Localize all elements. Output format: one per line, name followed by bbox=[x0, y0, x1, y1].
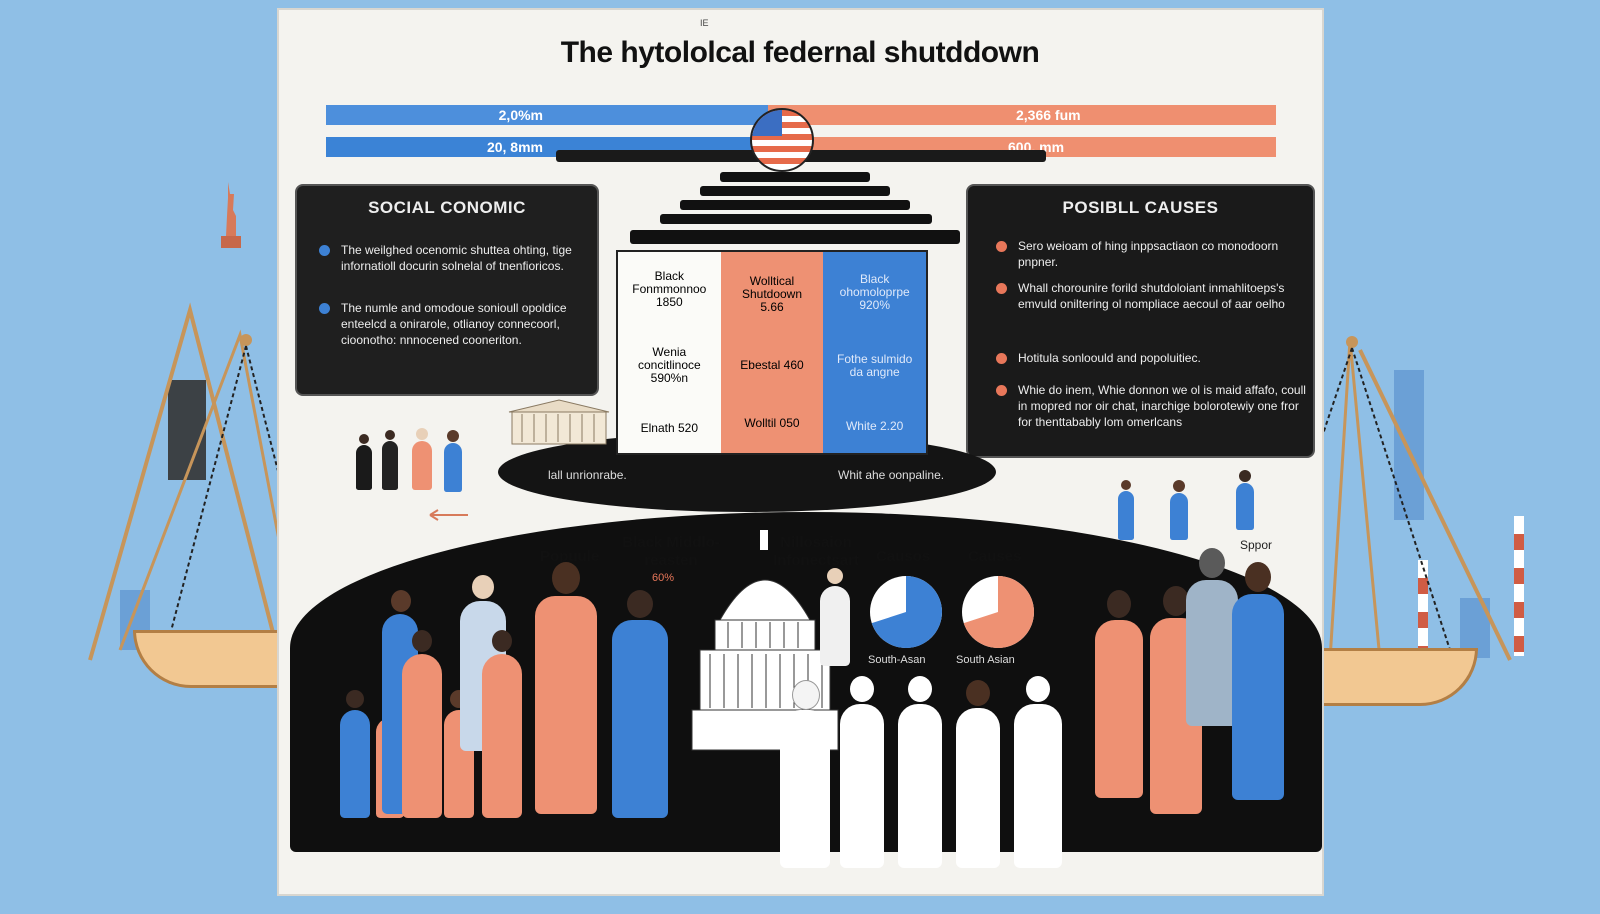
panel-right-bullet: Sero weioam of hing inppsactiaon co mono… bbox=[996, 238, 1308, 270]
table-cell: Elnath 520 bbox=[640, 420, 699, 435]
person-figure bbox=[1186, 548, 1238, 728]
person-figure bbox=[356, 434, 372, 490]
smokestack-right-2 bbox=[1418, 560, 1428, 650]
demographics-table: Black Fonmmonnoo 1850 Wenia concitlinoce… bbox=[616, 250, 928, 455]
bullet-dot-icon bbox=[319, 245, 330, 256]
poster-mark: IE bbox=[700, 18, 709, 28]
panel-right-bullet-text: Whall chorounire forild shutdoloiant inm… bbox=[1018, 281, 1285, 311]
section-black-middle: Black Middlo-reasten bbox=[622, 534, 720, 569]
person-figure bbox=[898, 676, 942, 870]
pie-chart-salmon bbox=[962, 576, 1034, 648]
pedestal-right-label: Whit ahe oonpaline. bbox=[838, 468, 945, 482]
person-figure bbox=[340, 690, 370, 820]
bar-blue-top-label: 2,0%m bbox=[498, 107, 543, 123]
bullet-dot-icon bbox=[996, 353, 1007, 364]
person-figure bbox=[1118, 480, 1134, 540]
bullet-dot-icon bbox=[996, 283, 1007, 294]
person-figure bbox=[412, 428, 432, 490]
person-figure bbox=[402, 630, 442, 820]
table-cell: Fothe sulmido da angne bbox=[836, 351, 913, 379]
table-cell: Black ohomoloprpe 920% bbox=[839, 271, 910, 312]
treasury-building-icon bbox=[508, 399, 610, 445]
panel-left-bullet: The weilghed ocenomic shuttea ohting, ti… bbox=[319, 242, 591, 274]
stair-step-2 bbox=[700, 186, 890, 196]
section-popule: Popuule bbox=[540, 548, 600, 565]
stair-step-1 bbox=[720, 172, 870, 182]
person-figure bbox=[840, 676, 884, 870]
skyline-left-tower bbox=[168, 380, 206, 480]
page-title: The hytololcal federnal shutddown bbox=[560, 36, 1040, 69]
panel-left-heading: SOCIAL CONOMIC bbox=[368, 198, 526, 217]
section-black-pct: 60% bbox=[652, 572, 675, 584]
table-cell: Wolltil 050 bbox=[744, 416, 800, 431]
panel-left-bullet: The numle and omodoue sonioull opoldice … bbox=[319, 300, 591, 348]
table-cell: Black Fonmmonnoo 1850 bbox=[632, 269, 707, 310]
table-column: Wolltical Shutdoown 5.66 Ebestal 460 Wol… bbox=[720, 252, 824, 453]
bar-blue-top: 2,0%m bbox=[326, 105, 768, 125]
person-figure bbox=[535, 562, 597, 817]
person-figure bbox=[1170, 480, 1188, 540]
social-economic-panel: SOCIAL CONOMIC The weilghed ocenomic shu… bbox=[295, 184, 599, 396]
table-column: Black ohomoloprpe 920% Fothe sulmido da … bbox=[823, 252, 927, 453]
bar-salmon-top: 2,366 fum bbox=[768, 105, 1276, 125]
stair-step-4 bbox=[660, 214, 932, 224]
table-column: Black Fonmmonnoo 1850 Wenia concitlinoce… bbox=[618, 252, 721, 453]
bar-salmon-top-label: 2,366 fum bbox=[1016, 107, 1081, 123]
section-millennial: Nillosaion Infonectsart bbox=[773, 534, 859, 569]
stair-step-5 bbox=[630, 230, 960, 244]
panel-left-bullet-text: The numle and omodoue sonioull opoldice … bbox=[341, 301, 567, 347]
panel-right-bullet: Whie do inem, Whie donnon we ol is maid … bbox=[996, 382, 1308, 430]
panel-left-bullet-text: The weilghed ocenomic shuttea ohting, ti… bbox=[341, 243, 572, 273]
person-figure bbox=[444, 430, 462, 492]
bullet-dot-icon bbox=[996, 241, 1007, 252]
bullet-dot-icon bbox=[996, 385, 1007, 396]
capitol-building-icon bbox=[691, 530, 839, 751]
person-figure bbox=[1014, 676, 1062, 870]
person-figure bbox=[1095, 590, 1143, 800]
person-figure bbox=[1236, 470, 1254, 530]
pie-label-1: South-Asan bbox=[868, 654, 926, 666]
pie-slice bbox=[871, 576, 942, 648]
person-figure bbox=[612, 590, 668, 820]
table-cell: Ebestal 460 bbox=[740, 357, 804, 372]
panel-right-heading: POSIBLL CAUSES bbox=[1062, 198, 1219, 217]
table-cell: Wenia concitlinoce 590%n bbox=[637, 344, 701, 385]
flag-canton bbox=[752, 110, 782, 136]
table-cell: Wolltical Shutdoown 5.66 bbox=[741, 273, 803, 314]
table-cell: White 2.20 bbox=[845, 418, 904, 433]
person-figure bbox=[382, 430, 398, 490]
panel-right-bullet-text: Sero weioam of hing inppsactiaon co mono… bbox=[1018, 239, 1279, 269]
bar-blue-bottom-label: 20, 8mm bbox=[486, 139, 543, 155]
scale-right-frame bbox=[1250, 336, 1512, 661]
panel-right-bullet-text: Hotitula sonloould and popoluitiec. bbox=[1018, 351, 1201, 365]
pie-chart-blue bbox=[870, 576, 942, 648]
pie-slice bbox=[963, 576, 1034, 648]
arrow-icon bbox=[428, 508, 472, 521]
statue-of-liberty-icon bbox=[218, 180, 244, 250]
person-figure bbox=[780, 680, 830, 870]
person-figure bbox=[820, 568, 850, 668]
person-figure bbox=[956, 680, 1000, 870]
section-sppor: Sppor bbox=[1240, 538, 1273, 552]
smokestack-right-1 bbox=[1514, 516, 1524, 656]
pedestal-left-label: lall unrionrabe. bbox=[548, 468, 627, 482]
person-figure bbox=[482, 630, 522, 820]
section-causes-1: Causos bbox=[876, 548, 931, 565]
stair-step-3 bbox=[680, 200, 910, 210]
pie-label-2: South Asian bbox=[956, 654, 1015, 666]
us-flag-icon bbox=[750, 108, 814, 172]
panel-right-bullet: Whall chorounire forild shutdoloiant inm… bbox=[996, 280, 1308, 312]
panel-right-bullet-text: Whie do inem, Whie donnon we ol is maid … bbox=[1018, 383, 1306, 429]
person-figure bbox=[1232, 562, 1284, 802]
panel-right-bullet: Hotitula sonloould and popoluitiec. bbox=[996, 350, 1308, 366]
section-causes-2: Causes bbox=[968, 548, 1022, 565]
possible-causes-panel: POSIBLL CAUSES Sero weioam of hing inpps… bbox=[966, 184, 1315, 458]
bullet-dot-icon bbox=[319, 303, 330, 314]
